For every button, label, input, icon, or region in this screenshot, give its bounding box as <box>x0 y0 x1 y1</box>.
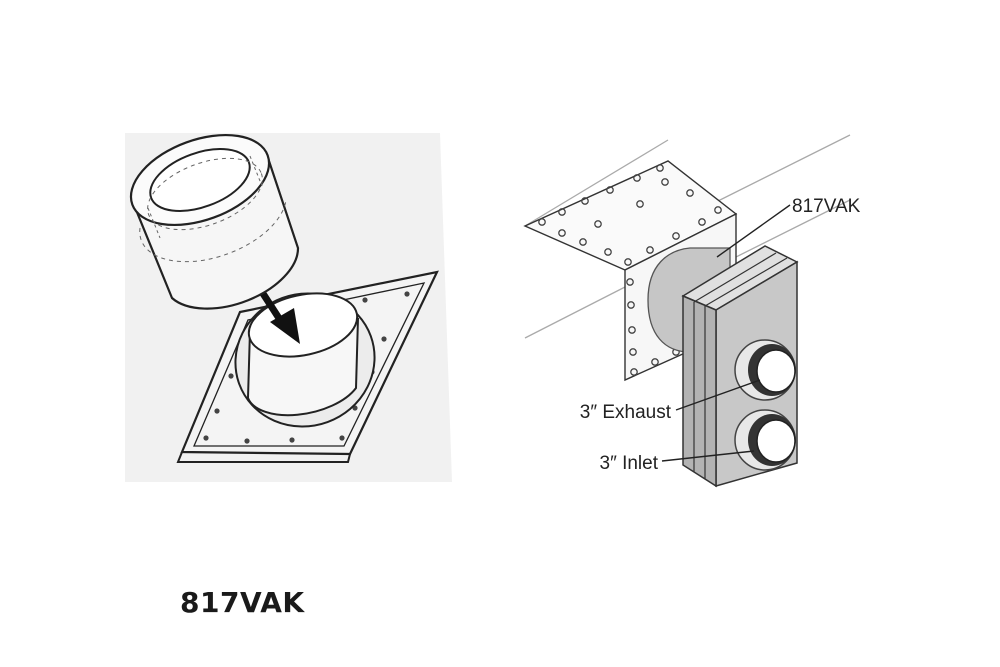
exhaust-label: 3″ Exhaust <box>580 402 672 423</box>
right-illustration: 817VAK 3″ Exhaust 3″ Inlet <box>523 134 861 488</box>
inlet-port <box>734 409 796 471</box>
termination-cap <box>129 133 300 310</box>
leader-lines <box>661 204 791 462</box>
exhaust-port <box>734 339 796 401</box>
inlet-label: 3″ Inlet <box>600 453 659 474</box>
model-caption: 817VAK <box>180 586 305 619</box>
insert-arrow <box>259 290 300 344</box>
plate-collar <box>234 292 376 428</box>
model-callout-label: 817VAK <box>792 196 861 217</box>
left-illustration <box>125 133 452 482</box>
